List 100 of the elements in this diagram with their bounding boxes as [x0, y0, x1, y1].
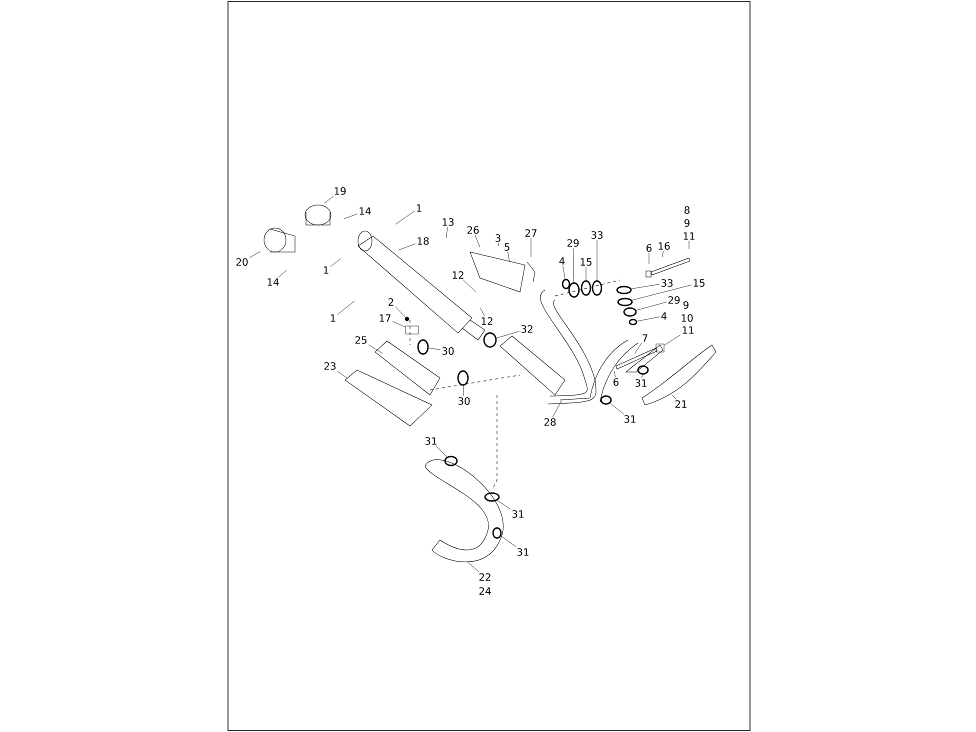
callout-number: 7 [642, 334, 648, 342]
leader-line [572, 248, 574, 282]
leader-line [632, 284, 692, 300]
leader-line [436, 446, 448, 458]
leader-line [337, 300, 355, 315]
callout-number: 25 [355, 336, 366, 344]
callout-number: 14 [360, 207, 371, 215]
callout-number: 20 [236, 258, 248, 266]
leader-line [428, 348, 441, 350]
leader-line [636, 302, 667, 310]
leader-line [664, 334, 681, 346]
callout-number: 27 [525, 229, 536, 237]
callout-number: 15 [580, 258, 592, 266]
callout-number: 31 [425, 437, 436, 445]
leader-line [500, 536, 516, 548]
callout-number: 8 [684, 206, 690, 214]
callout-number: 11 [684, 232, 694, 240]
ring-part [580, 280, 592, 296]
ring-part [457, 370, 469, 386]
ring-part [637, 365, 649, 375]
callout-number: 21 [675, 400, 686, 408]
leader-line [614, 370, 616, 378]
callout-number: 24 [479, 587, 491, 595]
ring-part [492, 527, 502, 539]
leader-line [552, 400, 562, 418]
nut-part [405, 326, 419, 334]
ring-part [616, 286, 632, 294]
ring-part [600, 395, 612, 405]
callout-number: 9 [683, 301, 688, 309]
leader-line [662, 250, 664, 258]
leader-line [344, 214, 358, 220]
nut-part [656, 344, 664, 352]
callout-number: 22 [479, 573, 490, 581]
callout-number: 28 [544, 418, 556, 426]
bolt-part [404, 316, 410, 322]
ring-part [617, 298, 633, 306]
callout-number: 31 [512, 510, 524, 518]
ring-part [444, 456, 458, 466]
callout-number: 18 [418, 237, 429, 245]
leader-line [462, 280, 476, 292]
callout-number: 4 [661, 312, 667, 320]
ring-part [417, 339, 429, 355]
callout-number: 23 [324, 362, 336, 370]
leader-line [634, 342, 642, 354]
leader-line [631, 284, 660, 289]
leader-line [446, 226, 448, 238]
leader-line [278, 270, 287, 278]
callout-number: 33 [591, 231, 603, 239]
leader-line [336, 370, 348, 378]
leader-line [497, 500, 511, 510]
leader-line [330, 258, 341, 267]
callout-number: 1 [324, 266, 328, 274]
leader-line [392, 321, 406, 328]
leader-line [474, 234, 480, 248]
leader-line [398, 244, 416, 250]
leader-line [596, 240, 598, 280]
leader-line [467, 562, 480, 572]
leader-line [368, 344, 383, 354]
ring-part [562, 278, 570, 290]
callout-number: 19 [334, 187, 346, 195]
callout-number: 2 [388, 298, 394, 306]
callout-number: 15 [694, 279, 704, 287]
ring-part [628, 318, 638, 326]
callout-number: 14 [268, 278, 279, 286]
callout-number: 6 [614, 378, 619, 386]
ring-part [484, 492, 500, 502]
leader-line [672, 394, 676, 400]
leader-line [249, 251, 261, 258]
leader-line [562, 266, 566, 280]
callout-number: 1 [416, 204, 422, 212]
callout-number: 29 [668, 296, 680, 304]
leader-line [636, 316, 660, 322]
ring-part [568, 282, 580, 298]
leader-line [508, 252, 510, 262]
callout-number: 12 [482, 317, 492, 325]
leader-line [395, 306, 406, 318]
callout-number: 26 [467, 226, 479, 234]
leader-line [498, 242, 499, 246]
callout-number: 1 [330, 314, 336, 322]
callout-number: 29 [567, 239, 579, 247]
callout-number: 5 [504, 243, 510, 251]
callout-number: 6 [646, 244, 652, 252]
leader-line [496, 331, 520, 338]
callout-number: 33 [661, 279, 673, 287]
callout-number: 3 [496, 234, 500, 242]
callout-number: 9 [684, 219, 690, 227]
callout-number: 31 [624, 415, 636, 423]
callout-number: 12 [452, 271, 464, 279]
callout-number: 13 [442, 218, 454, 226]
callout-number: 30 [458, 397, 470, 405]
leader-line [324, 196, 334, 204]
leader-line [648, 252, 650, 264]
callout-number: 10 [682, 314, 693, 322]
callout-number: 32 [521, 325, 532, 333]
callout-number: 11 [682, 326, 694, 334]
ring-part [483, 332, 497, 348]
leader-line [688, 240, 690, 250]
callout-number: 4 [559, 257, 565, 265]
leader-line [610, 403, 624, 414]
leader-line [463, 386, 464, 396]
